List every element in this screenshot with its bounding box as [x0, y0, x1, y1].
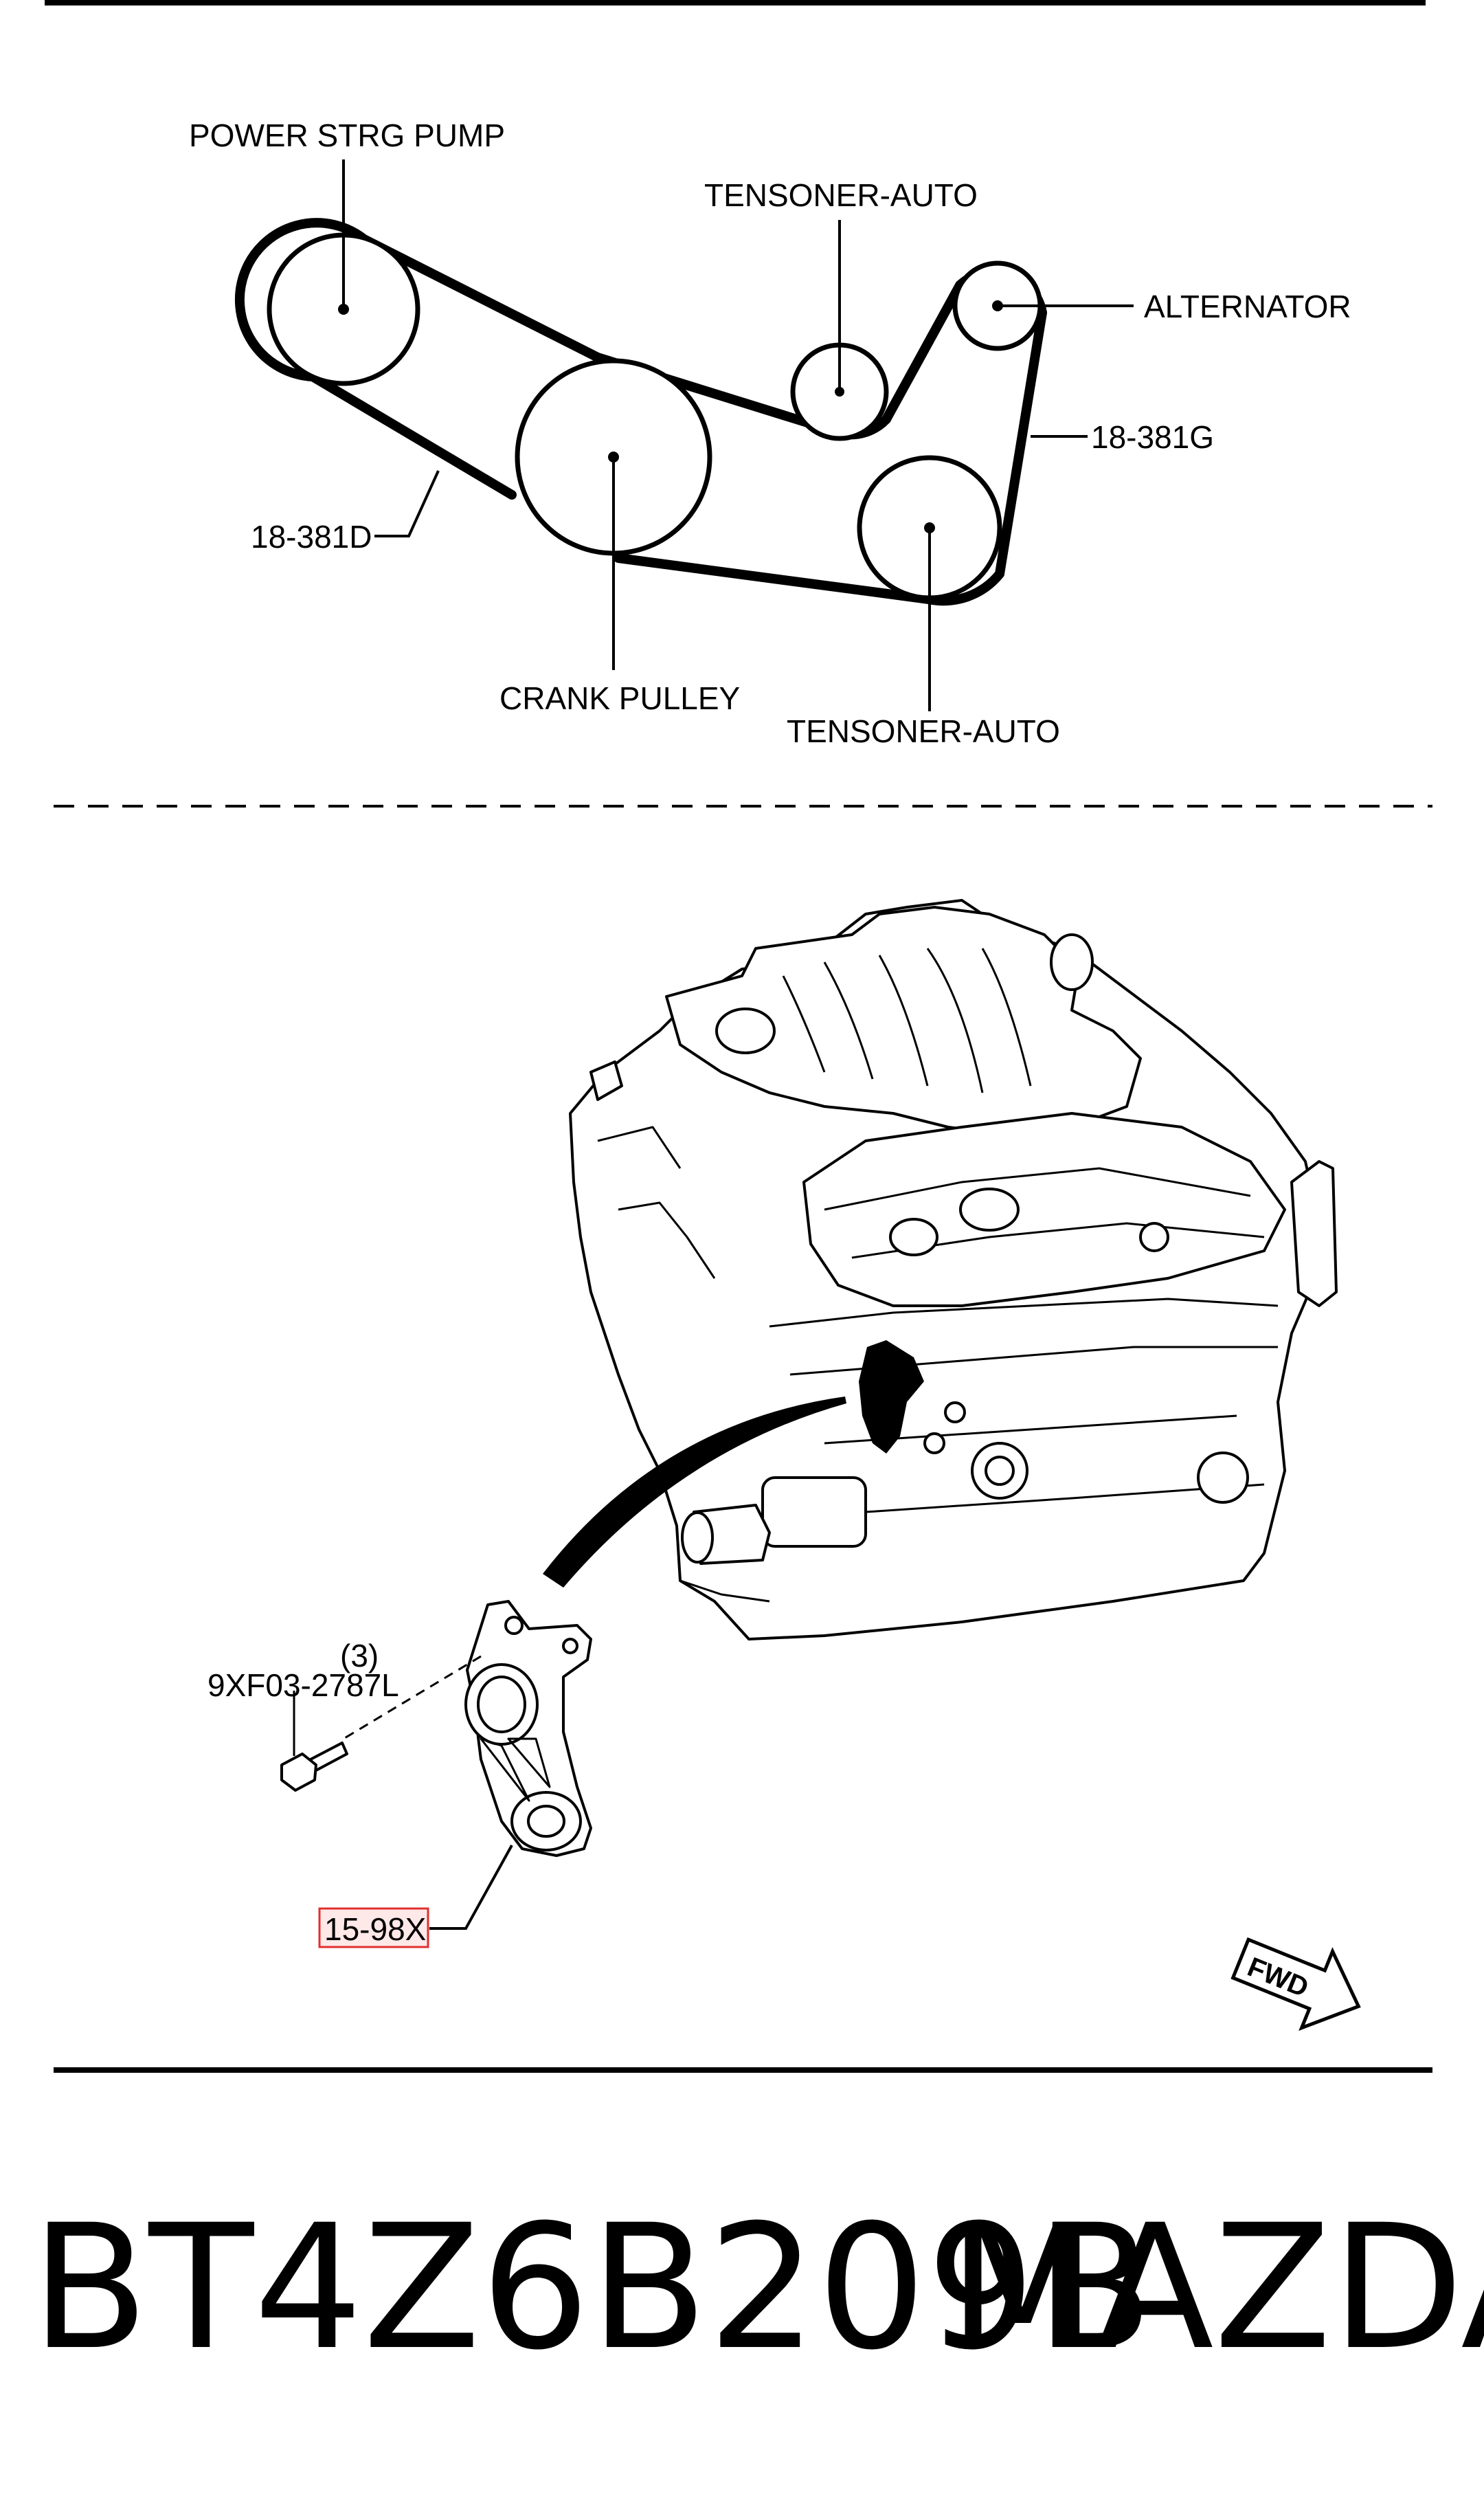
leader-belt-left — [374, 470, 440, 537]
tensioner-bolt — [280, 1655, 482, 1792]
lower-tensioner-label: TENSONER-AUTO — [787, 713, 1060, 749]
power-steering-label: POWER STRG PUMP — [189, 118, 505, 153]
bolt-part-label: 9XF03-2787L — [207, 1667, 399, 1703]
crank-label: CRANK PULLEY — [499, 680, 740, 716]
callout-arc — [543, 1397, 846, 1588]
belt-left-label: 18-381D — [251, 519, 372, 555]
alternator-label: ALTERNATOR — [1144, 289, 1351, 324]
auto-tensioner-part — [464, 1600, 592, 1857]
belt-right-label: 18-381G — [1091, 419, 1214, 455]
tensioner-location-marker — [859, 1340, 924, 1454]
throttle-body — [715, 1008, 776, 1054]
valve-cover — [802, 1112, 1286, 1307]
belt-18-381d — [234, 218, 603, 500]
fwd-arrow-icon: FWD — [1230, 1937, 1361, 2031]
brand-name: MAZDA — [948, 2188, 1484, 2388]
belt-routing-diagram: POWER STRG PUMP TENSONER-AUTO ALTERNATOR… — [189, 118, 1351, 749]
bolt-qty-label: (3) — [340, 1638, 379, 1673]
bolt-head — [280, 1753, 317, 1792]
intake-manifold — [665, 906, 1142, 1135]
part-number: BT4Z6B209B — [31, 2188, 1154, 2388]
tensioner-part-label[interactable]: 15-98X — [324, 1911, 426, 1947]
mounting-bracket — [1290, 1160, 1338, 1307]
upper-tensioner-label: TENSONER-AUTO — [704, 177, 978, 213]
engine-illustration — [569, 899, 1338, 1640]
tensioner-part-highlight[interactable] — [318, 1907, 429, 1948]
bolt-install-line — [343, 1655, 482, 1740]
leader-tensioner — [429, 1845, 513, 1930]
